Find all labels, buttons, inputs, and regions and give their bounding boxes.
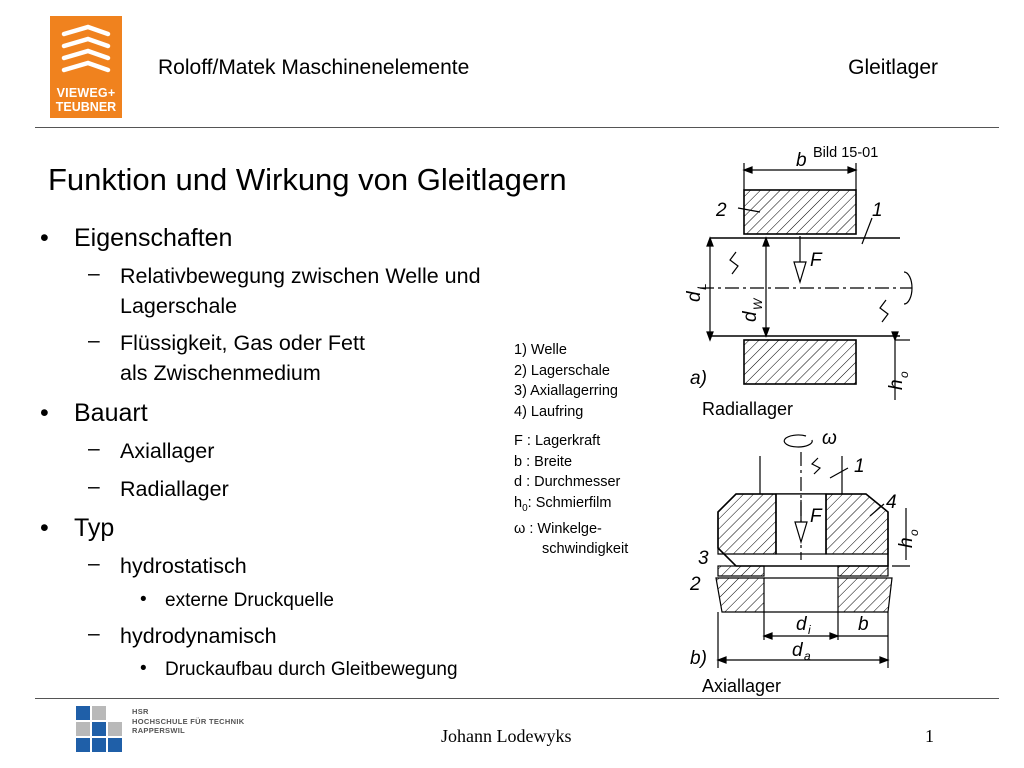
- svg-text:h: h: [886, 379, 907, 390]
- book-title: Roloff/Matek Maschinenelemente: [158, 56, 470, 79]
- bullet-marker: •: [140, 589, 147, 610]
- legend-symbol: schwindigkeit: [542, 541, 629, 558]
- caption-radiallager: Radiallager: [702, 399, 794, 419]
- radial-labels: b 2 1 F d L d W a) h o: [684, 150, 911, 390]
- bullet-typ: Typ: [74, 514, 115, 542]
- header-divider: [35, 127, 999, 128]
- svg-text:d: d: [684, 290, 705, 302]
- bullet-radiallager: Radiallager: [120, 477, 229, 501]
- bullet-marker: •: [40, 399, 49, 427]
- svg-text:W: W: [751, 297, 765, 310]
- legend-item: 2) Lagerschale: [514, 362, 610, 379]
- dash-marker: –: [88, 475, 100, 498]
- bullet-fluessig-1: Flüssigkeit, Gas oder Fett: [120, 331, 365, 355]
- legend-symbol: d : Durchmesser: [514, 474, 621, 490]
- bullet-hydrodynamisch: hydrodynamisch: [120, 624, 277, 648]
- legend-symbol: F : Lagerkraft: [514, 433, 601, 449]
- bullet-druckaufbau: Druckaufbau durch Gleitbewegung: [165, 659, 458, 680]
- svg-text:1: 1: [854, 456, 865, 477]
- svg-text:ω: ω: [822, 428, 837, 449]
- legend-item: 4) Laufring: [514, 403, 584, 420]
- bullet-marker: •: [40, 224, 49, 252]
- dash-marker: –: [88, 622, 100, 645]
- bullet-eigenschaften: Eigenschaften: [74, 224, 233, 252]
- svg-text:L: L: [695, 283, 709, 290]
- dash-marker: –: [88, 552, 100, 575]
- bullet-axiallager: Axiallager: [120, 439, 215, 463]
- axial-bearing: [715, 434, 910, 668]
- axial-labels: ω 1 4 F h o 3 2 d i b d a b): [689, 428, 920, 669]
- caption-axiallager: Axiallager: [702, 676, 782, 696]
- svg-text:F: F: [810, 250, 823, 271]
- legend-symbol: b : Breite: [514, 453, 573, 470]
- logo-stripes-icon: [61, 24, 111, 73]
- svg-text:o: o: [897, 371, 911, 378]
- chapter-title: Gleitlager: [848, 56, 938, 79]
- legend-symbol: ω : Winkelge-: [514, 520, 602, 537]
- publisher-name-1: VIEWEG+: [56, 86, 116, 100]
- svg-text:1: 1: [872, 200, 883, 221]
- publisher-logo: VIEWEG+ TEUBNER: [50, 16, 122, 118]
- radial-bearing: [700, 163, 913, 400]
- dash-marker: –: [88, 329, 100, 352]
- part-legend: 1) Welle 2) Lagerschale 3) Axiallagerrin…: [514, 340, 618, 422]
- svg-text:b): b): [690, 648, 707, 669]
- bullet-relativ-2: Lagerschale: [120, 294, 238, 318]
- svg-text:d: d: [792, 640, 804, 661]
- svg-text:3: 3: [698, 548, 709, 569]
- publisher-name-2: TEUBNER: [55, 100, 117, 114]
- svg-text:d: d: [796, 614, 808, 635]
- svg-text:b: b: [796, 150, 807, 171]
- bullet-hydrostatisch: hydrostatisch: [120, 554, 247, 578]
- svg-text:i: i: [808, 623, 811, 637]
- svg-text:4: 4: [886, 492, 897, 513]
- bullet-marker: •: [40, 514, 49, 542]
- svg-text:F: F: [810, 506, 823, 527]
- legend-item: 3) Axiallagerring: [514, 383, 618, 399]
- legend-item: 1) Welle: [514, 342, 567, 358]
- figure-number: Bild 15-01: [813, 145, 879, 161]
- bullet-externe: externe Druckquelle: [165, 590, 334, 611]
- page-number: 1: [925, 726, 934, 746]
- svg-text:d: d: [740, 310, 761, 322]
- bullet-marker: •: [140, 658, 147, 679]
- symbol-legend: F : Lagerkraft b : Breite d : Durchmesse…: [514, 431, 628, 560]
- svg-text:2: 2: [715, 200, 727, 221]
- bullet-bauart: Bauart: [74, 399, 148, 427]
- svg-text:a: a: [804, 649, 811, 663]
- slide-title: Funktion und Wirkung von Gleitlagern: [48, 162, 567, 197]
- school-logo-icon: [76, 706, 122, 752]
- school-name: HSR HOCHSCHULE FÜR TECHNIK RAPPERSWIL: [132, 707, 245, 735]
- svg-text:o: o: [907, 529, 920, 536]
- bullet-relativ-1: Relativbewegung zwischen Welle und: [120, 264, 481, 288]
- dash-marker: –: [88, 437, 100, 460]
- dash-marker: –: [88, 262, 100, 285]
- svg-text:2: 2: [689, 574, 701, 595]
- svg-text:b: b: [858, 614, 869, 635]
- legend-symbol: h0: Schmierfilm: [514, 494, 612, 514]
- author-name: Johann Lodewyks: [441, 726, 572, 746]
- svg-text:h: h: [896, 537, 917, 548]
- bullet-fluessig-2: als Zwischenmedium: [120, 361, 321, 385]
- svg-text:a): a): [690, 368, 707, 389]
- footer-divider: [35, 698, 999, 699]
- bearing-drawing: b 2 1 F d L d W a) h o: [684, 150, 920, 669]
